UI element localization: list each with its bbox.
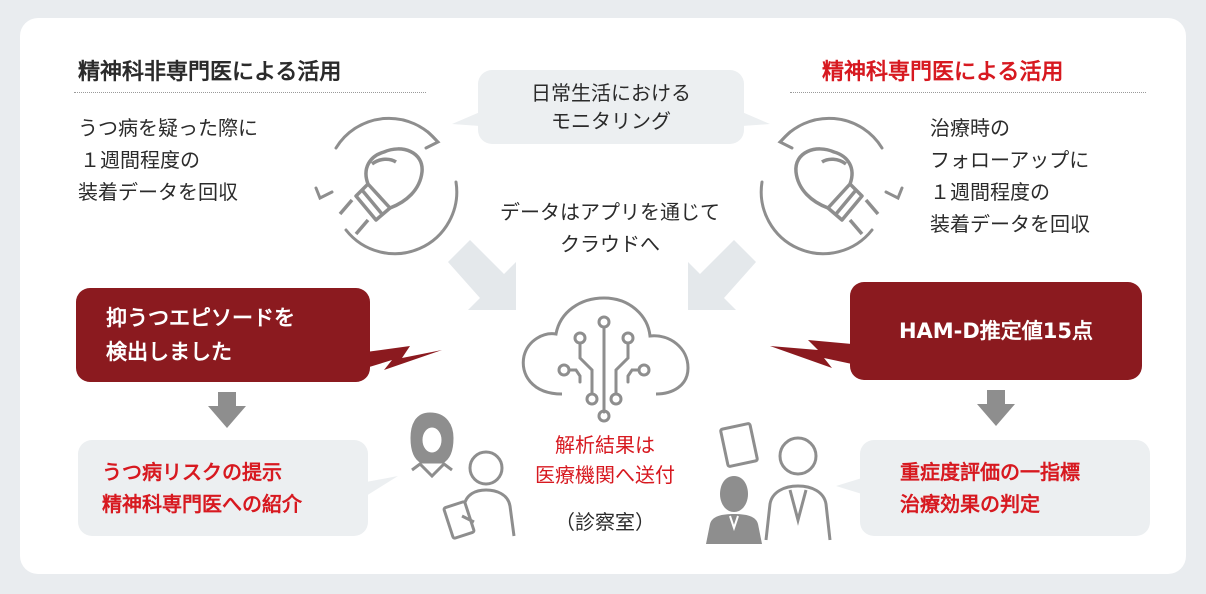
right-people-icon: [706, 422, 832, 544]
right-description-line-2: フォローアップに: [930, 148, 1090, 172]
monitoring-line-1: 日常生活における: [531, 81, 691, 105]
cloud-text-line-1: データはアプリを通じて: [500, 200, 720, 224]
left-down-arrow: [208, 392, 246, 428]
left-alert-box: 抑うつエピソードを 検出しました: [76, 288, 370, 382]
right-wearable-cycle-icon: [759, 116, 904, 256]
left-description-line-3: 装着データを回収: [78, 180, 238, 204]
right-outcome-box: 重症度評価の一指標 治療効果の判定: [860, 440, 1150, 536]
right-alert-text: HAM-D推定値15点: [898, 319, 1094, 343]
analysis-line-1: 解析結果は: [555, 433, 655, 457]
analysis-text: 解析結果は 医療機関へ送付: [500, 430, 710, 490]
left-alert-line-2: 検出しました: [106, 340, 232, 364]
left-outcome-box: うつ病リスクの提示 精神科専門医への紹介: [78, 440, 368, 536]
consultation-room-label: （診察室）: [555, 510, 655, 534]
right-upload-arrow: [688, 240, 756, 310]
right-outcome-line-2: 治療効果の判定: [900, 492, 1040, 516]
cloud-text-line-2: クラウドへ: [560, 232, 660, 256]
right-down-arrow: [977, 390, 1015, 426]
right-alert-box: HAM-D推定値15点: [850, 282, 1142, 380]
cloud-circuit-icon: [521, 296, 690, 423]
right-description: 治療時の フォローアップに １週間程度の 装着データを回収: [930, 112, 1090, 240]
left-upload-arrow: [448, 240, 516, 310]
left-description-line-1: うつ病を疑った際に: [78, 116, 258, 140]
right-header: 精神科専門医による活用: [822, 60, 1064, 85]
left-outcome-line-2: 精神科専門医への紹介: [102, 492, 302, 516]
left-people-icon: [410, 412, 516, 540]
monitoring-box: 日常生活における モニタリング: [478, 70, 744, 144]
right-outcome-line-1: 重症度評価の一指標: [900, 460, 1080, 484]
right-description-line-4: 装着データを回収: [930, 212, 1090, 236]
monitoring-line-2: モニタリング: [551, 109, 671, 133]
left-description-line-2: １週間程度の: [80, 148, 200, 172]
right-description-line-3: １週間程度の: [930, 180, 1050, 204]
left-header: 精神科非専門医による活用: [78, 60, 342, 85]
analysis-line-2: 医療機関へ送付: [535, 463, 675, 487]
left-outcome-line-1: うつ病リスクの提示: [102, 460, 282, 484]
right-header-divider: [790, 92, 1146, 93]
left-alert-line-1: 抑うつエピソードを: [106, 306, 295, 330]
right-description-line-1: 治療時の: [930, 116, 1010, 140]
cloud-upload-text: データはアプリを通じて クラウドへ: [460, 196, 760, 260]
left-description: うつ病を疑った際に １週間程度の 装着データを回収: [78, 112, 258, 208]
left-wearable-cycle-icon: [314, 116, 459, 256]
left-header-divider: [74, 92, 426, 93]
